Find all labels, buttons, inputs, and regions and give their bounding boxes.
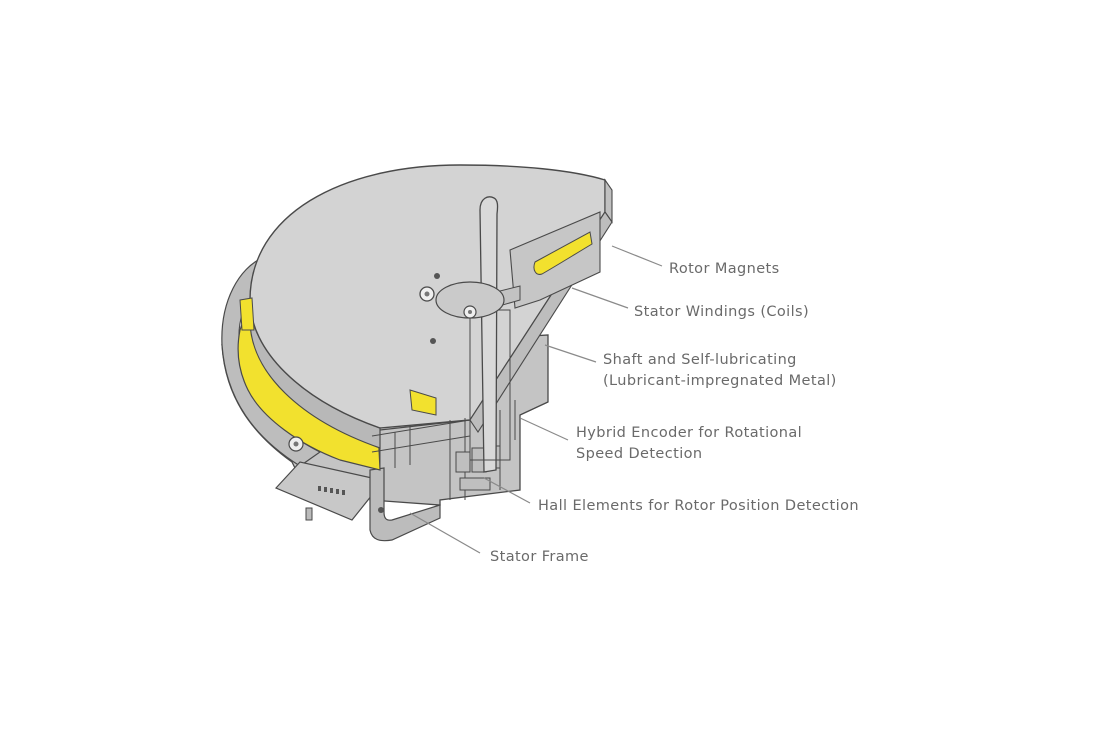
label-encoder: Hybrid Encoder for Rotational Speed Dete… [576, 423, 802, 465]
shaft [479, 196, 499, 473]
stator-coil-small [409, 389, 437, 416]
label-hall-elements: Hall Elements for Rotor Position Detecti… [538, 498, 859, 514]
board-pins [318, 486, 345, 495]
leader-stator-frame [409, 512, 481, 554]
label-encoder-line1: Hybrid Encoder for Rotational [576, 425, 803, 441]
label-rotor-magnets: Rotor Magnets [669, 261, 780, 277]
stator-frame-section [369, 467, 441, 542]
rotor-magnet-coil-right [533, 231, 593, 275]
leader-lines [409, 245, 663, 554]
label-stator-windings: Stator Windings (Coils) [634, 304, 810, 320]
leader-stator-windings [571, 287, 629, 309]
leader-hall-elements [483, 477, 531, 504]
label-shaft-line2: (Lubricant-impregnated Metal) [603, 373, 837, 389]
label-stator-frame: Stator Frame [490, 549, 589, 565]
leader-shaft [544, 344, 597, 363]
leader-rotor-magnets [611, 245, 663, 267]
screws [288, 273, 477, 513]
label-encoder-line2: Speed Detection [576, 446, 703, 462]
label-shaft: Shaft and Self-lubricating (Lubricant-im… [603, 350, 837, 392]
label-shaft-line1: Shaft and Self-lubricating [603, 352, 797, 368]
leader-encoder [519, 417, 569, 441]
